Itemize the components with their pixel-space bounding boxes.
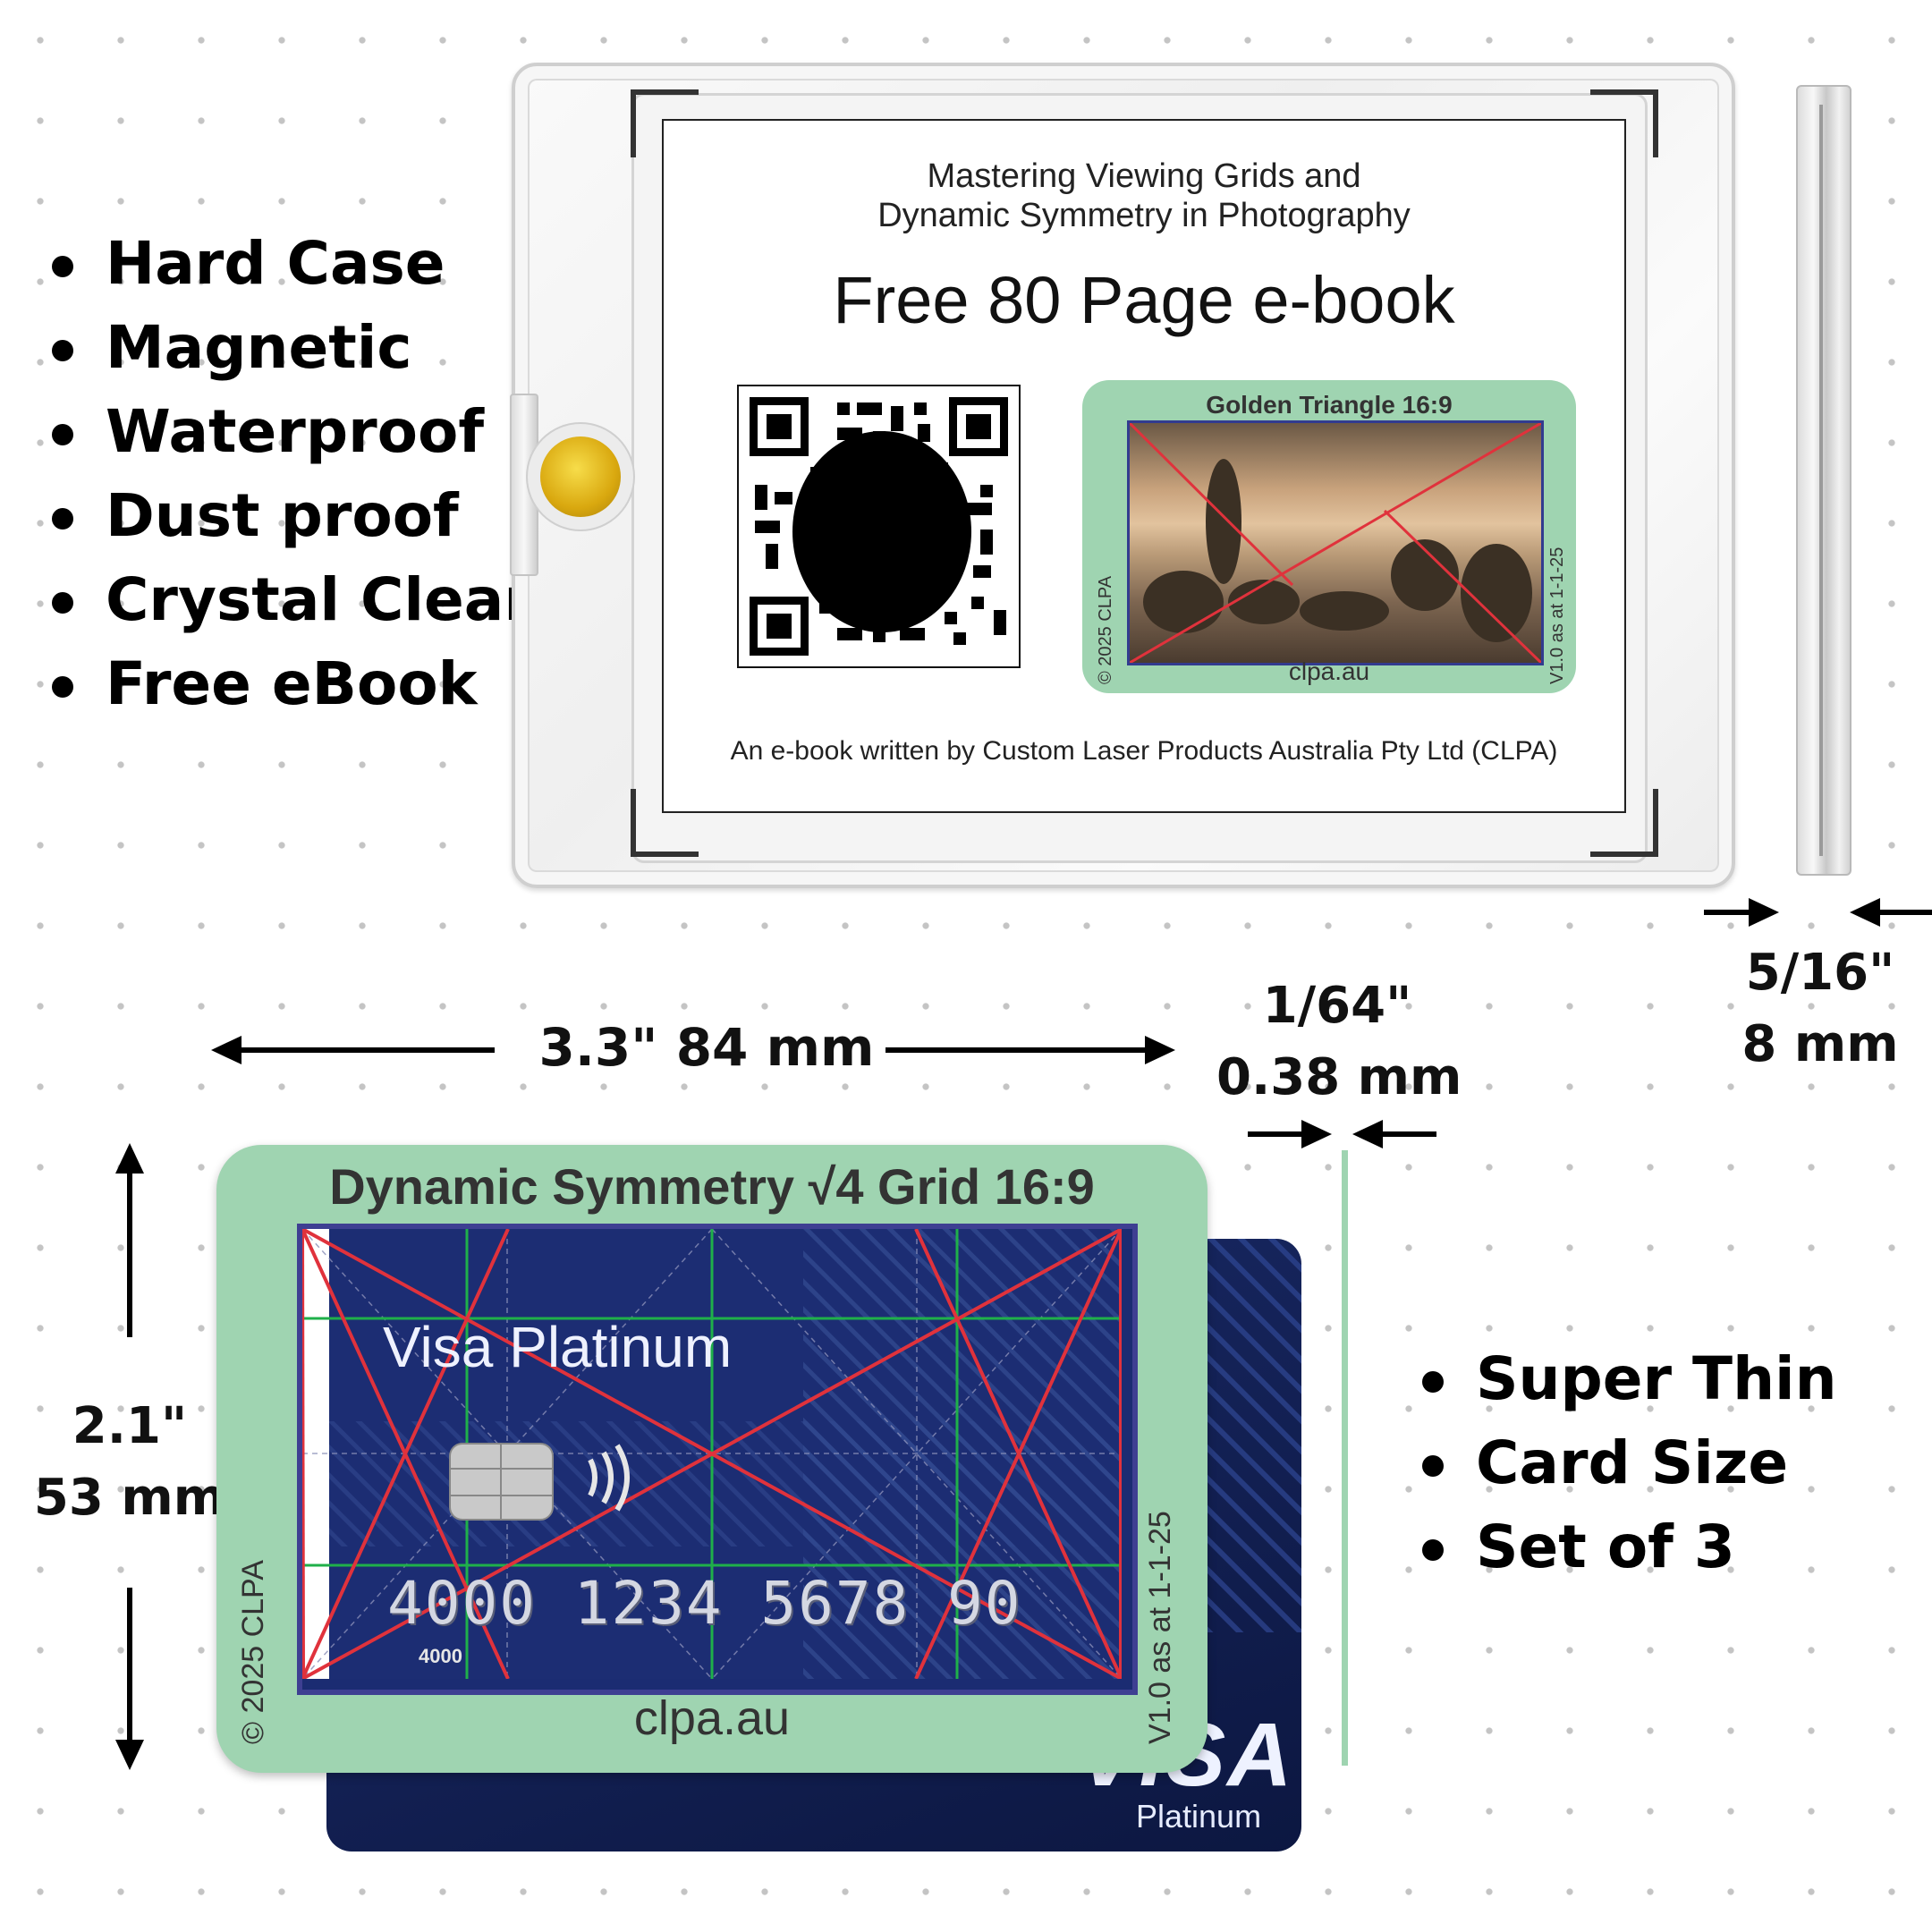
magnet-icon [540, 436, 621, 517]
arrow-icon [1850, 898, 1880, 927]
grid-window: Visa Platinum 4000 1234 5678 90 4000 [297, 1224, 1138, 1695]
case-corner-br [1590, 789, 1658, 857]
mini-grid-card: Golden Triangle 16:9 clpa.au © 2025 CLPA… [1082, 380, 1576, 693]
feature-dust-proof: Dust proof [43, 474, 533, 558]
feature-list-bottom: Super Thin Card Size Set of 3 [1413, 1337, 1837, 1589]
mini-card-photo [1127, 420, 1544, 665]
card-height-in: 2.1" [72, 1397, 188, 1455]
case-thickness-mm: 8 mm [1741, 1015, 1899, 1073]
insert-title: Mastering Viewing Grids and Dynamic Symm… [664, 157, 1624, 235]
visa-card-number: 4000 1234 5678 90 [387, 1569, 1022, 1638]
grid-card-copyright: © 2025 CLPA [236, 1560, 270, 1744]
grid-card-url: clpa.au [633, 1691, 791, 1745]
insert-footer: An e-book written by Custom Laser Produc… [730, 736, 1558, 766]
golden-triangle-overlay [1130, 423, 1541, 663]
case-corner-tr [1590, 89, 1658, 157]
ebook-insert: Mastering Viewing Grids and Dynamic Symm… [662, 119, 1626, 813]
grid-overlay [302, 1229, 1122, 1679]
feature-free-ebook: Free eBook [43, 642, 533, 726]
mini-card-copyright: © 2025 CLPA [1096, 575, 1115, 684]
arrow-icon [1248, 1131, 1301, 1137]
arrow-icon [1301, 1120, 1332, 1148]
card-thickness-in: 1/64" [1262, 977, 1412, 1035]
card-edge-profile [1342, 1150, 1348, 1766]
arrow-icon [1704, 910, 1749, 915]
arrow-icon [115, 1740, 144, 1770]
visa-tier: Platinum [1136, 1798, 1262, 1835]
mini-card-version: V1.0 as at 1-1-25 [1547, 547, 1567, 684]
dynamic-symmetry-grid-card: Dynamic Symmetry √4 Grid 16:9 [216, 1145, 1208, 1773]
feature-list-top: Hard Case Magnetic Waterproof Dust proof… [43, 222, 533, 726]
arrow-icon [127, 1588, 132, 1740]
insert-heading: Free 80 Page e-book [833, 263, 1455, 337]
card-width-label: 3.3" 84 mm [538, 1017, 875, 1078]
chip-icon [449, 1443, 554, 1521]
contactless-icon [588, 1444, 630, 1512]
insert-title-line2: Dynamic Symmetry in Photography [877, 197, 1411, 234]
arrow-icon [211, 1036, 242, 1064]
arrow-icon [886, 1047, 1145, 1053]
qr-code-icon [737, 385, 1021, 668]
feature-hard-case: Hard Case [43, 222, 533, 306]
arrow-icon [1383, 1131, 1436, 1137]
grid-card-version: V1.0 as at 1-1-25 [1143, 1511, 1177, 1744]
feature-crystal-clear: Crystal Clear [43, 558, 533, 642]
case-corner-tl [631, 89, 699, 157]
mini-card-url: clpa.au [1288, 657, 1370, 685]
arrow-icon [240, 1047, 495, 1053]
arrow-icon [127, 1172, 132, 1337]
feature-waterproof: Waterproof [43, 390, 533, 474]
arrow-icon [1749, 898, 1779, 927]
arrow-icon [115, 1143, 144, 1174]
qr-redaction [792, 431, 971, 632]
feature-magnetic: Magnetic [43, 306, 533, 390]
feature-set-of-3: Set of 3 [1413, 1505, 1837, 1589]
case-thickness-in: 5/16" [1745, 944, 1895, 1002]
arrow-icon [1880, 910, 1932, 915]
feature-super-thin: Super Thin [1413, 1337, 1837, 1421]
case-clip [510, 394, 538, 576]
arrow-icon [1145, 1036, 1175, 1064]
card-height-mm: 53 mm [33, 1469, 226, 1527]
case-side-profile [1796, 85, 1852, 876]
case-corner-bl [631, 789, 699, 857]
visa-card-number-small: 4000 [419, 1645, 462, 1667]
arrow-icon [1352, 1120, 1383, 1148]
feature-card-size: Card Size [1413, 1421, 1837, 1505]
insert-title-line1: Mastering Viewing Grids and [927, 157, 1361, 195]
visa-card-name: Visa Platinum [383, 1315, 733, 1379]
card-thickness-mm: 0.38 mm [1216, 1048, 1462, 1106]
grid-card-title: Dynamic Symmetry √4 Grid 16:9 [329, 1158, 1095, 1215]
mini-card-title: Golden Triangle 16:9 [1206, 391, 1453, 419]
